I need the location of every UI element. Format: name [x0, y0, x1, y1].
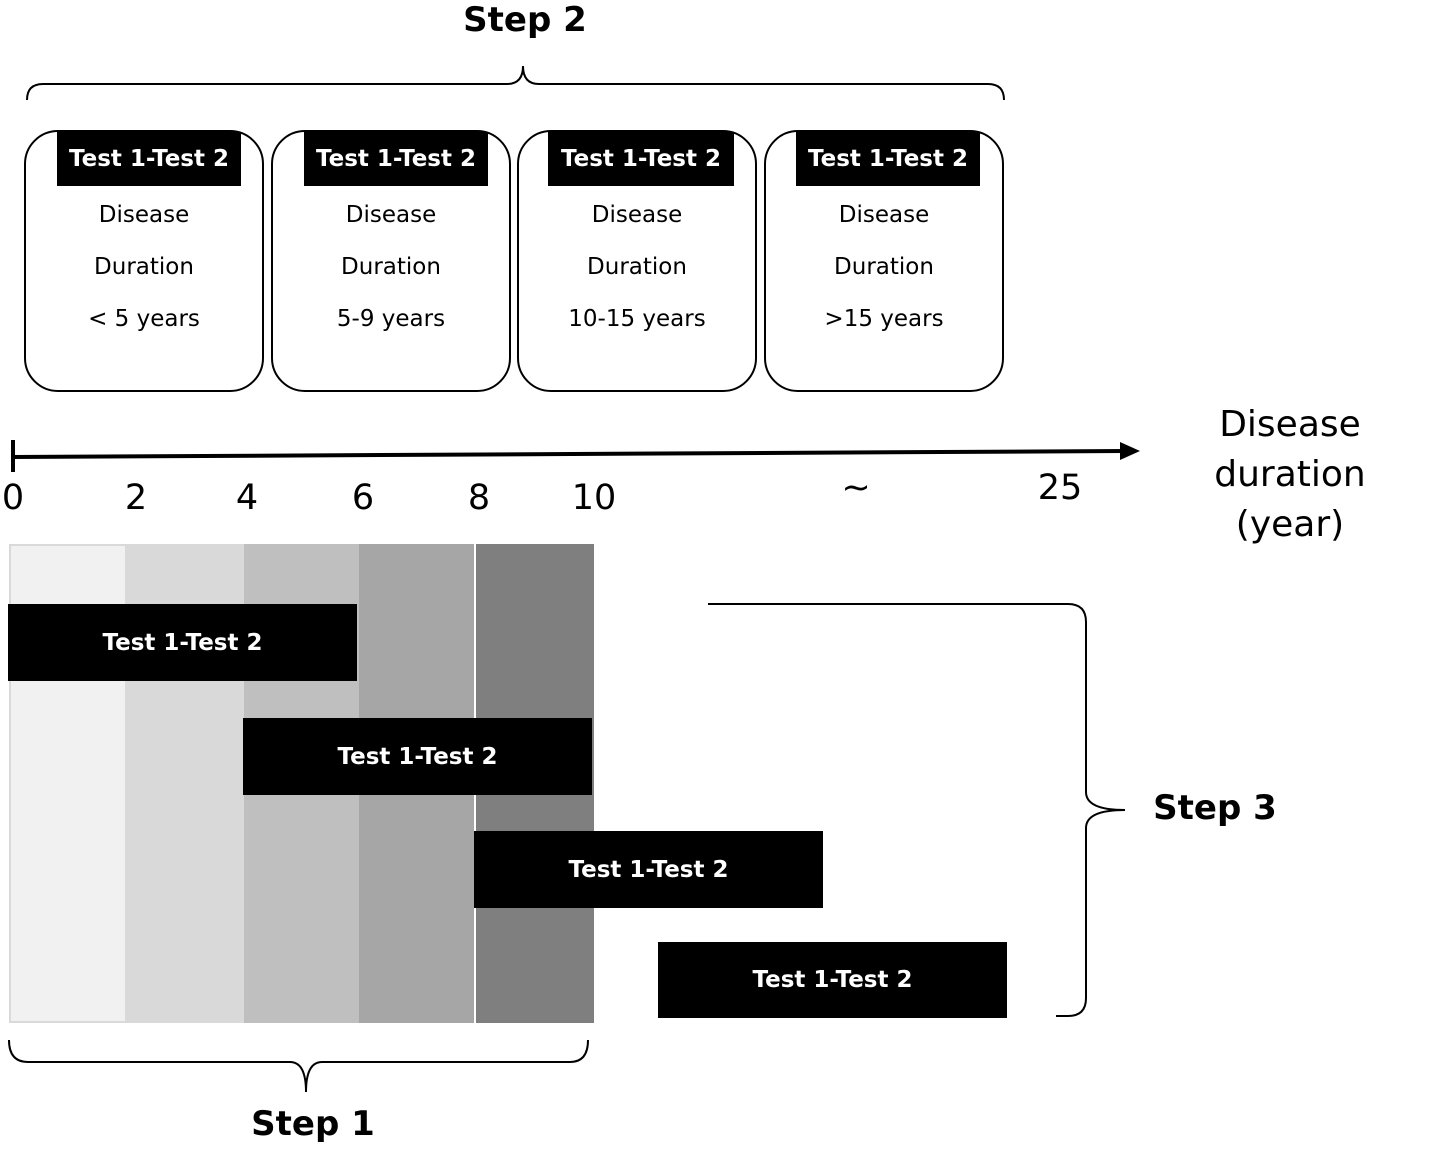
- step1-brace: [8, 1039, 589, 1093]
- box-3-header: Test 1-Test 2: [548, 132, 734, 186]
- tick-6: 6: [351, 478, 375, 518]
- box-3-line3: 10-15 years: [568, 306, 706, 332]
- duration-box-1: Test 1-Test 2 Disease Duration < 5 years: [24, 130, 264, 392]
- box-2-header: Test 1-Test 2: [304, 132, 488, 186]
- tick-25: 25: [1037, 468, 1083, 508]
- box-2-line3: 5-9 years: [336, 306, 446, 332]
- test-bar-4: Test 1-Test 2: [658, 942, 1007, 1018]
- test-bar-2: Test 1-Test 2: [243, 718, 592, 795]
- box-3-line2: Duration: [587, 254, 687, 280]
- axis-title-line1: Disease duration: [1214, 404, 1366, 495]
- box-4-header: Test 1-Test 2: [796, 132, 980, 186]
- test-bar-3: Test 1-Test 2: [474, 831, 823, 908]
- tick-2: 2: [124, 478, 148, 518]
- axis-arrowhead: [1120, 442, 1140, 460]
- tick-4: 4: [235, 478, 259, 518]
- box-2-line1: Disease: [345, 202, 437, 228]
- box-2-line2: Duration: [341, 254, 441, 280]
- box-4-line2: Duration: [834, 254, 934, 280]
- box-1-line3: < 5 years: [88, 306, 200, 332]
- box-4-line1: Disease: [838, 202, 930, 228]
- box-3-line1: Disease: [591, 202, 683, 228]
- duration-box-4: Test 1-Test 2 Disease Duration >15 years: [764, 130, 1004, 392]
- axis-title: Disease duration (year): [1140, 400, 1440, 550]
- tick-0: 0: [1, 478, 25, 518]
- box-1-line2: Duration: [94, 254, 194, 280]
- tick-10: 10: [571, 478, 617, 518]
- axis-line: [11, 449, 1126, 459]
- step2-label: Step 2: [463, 0, 587, 40]
- duration-box-3: Test 1-Test 2 Disease Duration 10-15 yea…: [517, 130, 757, 392]
- step1-label: Step 1: [251, 1104, 375, 1144]
- step3-label: Step 3: [1153, 788, 1277, 828]
- axis-title-line2: (year): [1235, 504, 1345, 545]
- step3-brace: [708, 603, 1126, 1017]
- tick-break: ~: [841, 468, 871, 508]
- box-1-line1: Disease: [98, 202, 190, 228]
- step2-brace: [26, 65, 1005, 101]
- box-1-header: Test 1-Test 2: [57, 132, 241, 186]
- test-bar-1: Test 1-Test 2: [8, 604, 357, 681]
- tick-8: 8: [467, 478, 491, 518]
- box-4-line3: >15 years: [824, 306, 944, 332]
- duration-box-2: Test 1-Test 2 Disease Duration 5-9 years: [271, 130, 511, 392]
